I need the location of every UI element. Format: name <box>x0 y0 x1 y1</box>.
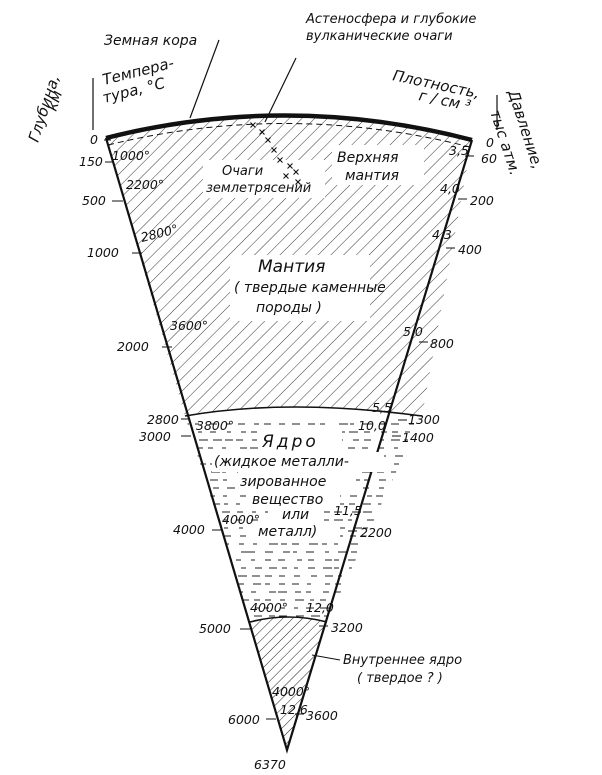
depth-tick: 6000 <box>228 712 260 727</box>
density-value: 12,0 <box>306 600 334 615</box>
density-value: 5,0 <box>403 324 423 339</box>
mantle-label: Мантия <box>258 257 325 277</box>
inner-core-label-line1: Внутреннее ядро <box>343 653 462 668</box>
temperature-value: 4000° <box>222 512 260 527</box>
density-value: 3,5 <box>449 143 469 158</box>
depth-tick: 5000 <box>199 621 231 636</box>
temperature-value: 2200° <box>126 177 164 192</box>
density-value: 4,0 <box>440 181 460 196</box>
upper-mantle-label-line1: Верхняя <box>337 150 398 166</box>
focus-marker <box>265 137 271 143</box>
pressure-tick: 2200 <box>360 525 392 540</box>
core-label-backgrounds <box>212 430 384 542</box>
earthquake-foci-label-line1: Очаги <box>222 164 263 179</box>
asthenosphere-label-line2: вулканические очаги <box>306 29 453 44</box>
asthenosphere-boundary <box>107 123 471 148</box>
header-lines <box>92 39 498 130</box>
core-sublabel-line1: (жидкое металли- <box>214 454 349 470</box>
depth-tick: 500 <box>82 193 106 208</box>
core-sublabel-line5: металл) <box>258 524 317 540</box>
core-mantle-boundary <box>184 406 423 417</box>
pressure-tick: 3600 <box>306 708 338 723</box>
inner-core-boundary <box>249 616 328 623</box>
density-value: 10,0 <box>358 418 386 433</box>
inner-core-label-line2: ( твердое ? ) <box>357 671 443 686</box>
focus-marker <box>259 129 265 135</box>
pressure-tick: 60 <box>481 151 497 166</box>
pressure-tick: 0 <box>486 135 494 150</box>
crust-arc <box>105 113 473 143</box>
depth-tick: 150 <box>79 154 103 169</box>
depth-tick: 1000 <box>87 245 119 260</box>
pressure-tick: 800 <box>430 336 454 351</box>
depth-tick: 0 <box>90 132 98 147</box>
depth-tick: 2000 <box>117 339 149 354</box>
temperature-value: 4000° <box>272 684 310 699</box>
earthquake-foci-markers <box>250 122 301 185</box>
focus-marker <box>295 179 301 185</box>
mantle-sublabel-line2: породы ) <box>256 300 322 316</box>
pressure-scale: 0 60 200 400 800 1300 1400 2200 3200 360… <box>306 135 497 723</box>
mantle-sublabel-line1: ( твердые каменные <box>234 280 386 296</box>
pressure-tick: 1400 <box>402 430 434 445</box>
inner-core-leader <box>311 654 341 661</box>
depth-tick: 2800 <box>147 412 179 427</box>
temperature-scale: 1000° 2200° 2800° 3600° 3800° 4000° 4000… <box>112 148 310 699</box>
earthquake-foci-label-line2: землетрясений <box>206 181 311 196</box>
temperature-value: 3800° <box>196 418 234 433</box>
label-backgrounds <box>203 145 424 321</box>
focus-marker <box>283 173 289 179</box>
core-sublabel-line3: вещество <box>252 492 323 508</box>
depth-tick: 6370 <box>254 757 286 772</box>
upper-mantle-label-line2: мантия <box>345 168 399 184</box>
core-label: Ядро <box>261 432 319 452</box>
temperature-value: 1000° <box>112 148 150 163</box>
density-value: 11,5 <box>334 503 362 518</box>
core-sublabel-line4: или <box>282 507 309 523</box>
temperature-value: 3600° <box>170 318 208 333</box>
depth-tick-marks <box>104 139 276 720</box>
core-sublabel-line2: зированное <box>240 474 326 490</box>
pressure-tick: 3200 <box>331 620 363 635</box>
temperature-value: 4000° <box>250 600 288 615</box>
pressure-tick: 1300 <box>408 412 440 427</box>
depth-scale: 0 150 500 1000 2000 2800 3000 4000 5000 … <box>79 132 286 772</box>
density-value: 4,3 <box>432 227 452 242</box>
depth-tick: 3000 <box>139 429 171 444</box>
focus-marker <box>250 122 256 128</box>
density-scale: 3,5 4,0 4,3 5,0 5,5 10,0 11,5 12,0 12,6 <box>280 143 469 717</box>
focus-marker <box>287 163 293 169</box>
depth-tick: 4000 <box>173 522 205 537</box>
asthenosphere-label-line1: Астеносфера и глубокие <box>305 12 476 27</box>
focus-marker <box>293 169 299 175</box>
crust-label: Земная кора <box>104 33 197 49</box>
density-value: 12,6 <box>280 702 308 717</box>
pressure-tick: 200 <box>470 193 494 208</box>
focus-marker <box>271 147 277 153</box>
wedge-outline <box>104 137 474 754</box>
pressure-tick: 400 <box>458 242 482 257</box>
pressure-tick-marks <box>295 155 474 715</box>
density-value: 5,5 <box>372 400 392 415</box>
depth-unit: км <box>43 88 66 113</box>
focus-marker <box>277 157 283 163</box>
